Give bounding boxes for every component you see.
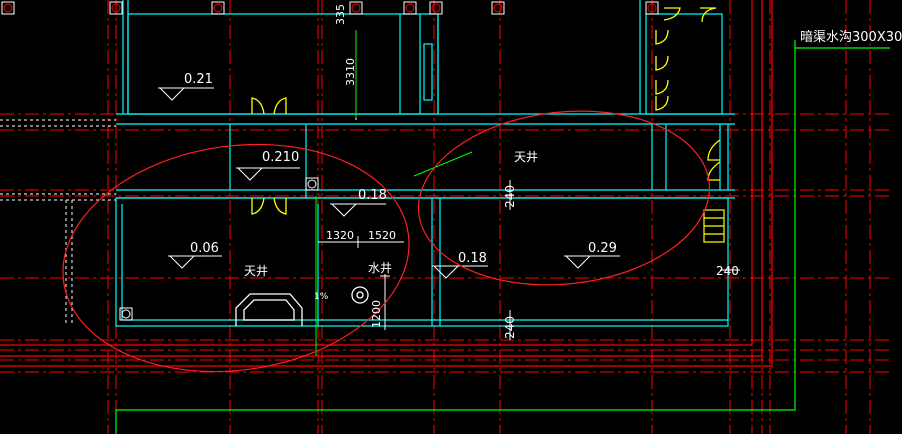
dimension-label: 335: [334, 4, 347, 25]
elevation-label: 0.18: [358, 188, 387, 203]
courtyard-label: 天井: [244, 264, 269, 278]
dimension-label: 1520: [368, 229, 396, 242]
dimension-label: 240: [503, 185, 517, 208]
floor-drain-icon: [119, 177, 319, 321]
left-dashed-lines: [0, 119, 116, 326]
sink-icon: [235, 293, 303, 326]
dimension-label: 240: [716, 264, 739, 278]
walls: [115, 0, 735, 327]
dimension-label: 3310: [344, 58, 357, 86]
dimension-label: 240: [503, 316, 517, 339]
elevation-label: 0.18: [458, 251, 487, 266]
drain-channel-label: 暗渠水沟300X30: [800, 30, 902, 45]
water-well-label: 水井: [368, 261, 393, 275]
elevation-label: 0.06: [190, 241, 219, 256]
column-marker-icon: [1, 1, 659, 15]
elevation-markers: [158, 87, 620, 279]
door-swing-icon: [251, 7, 721, 215]
annotation-ellipses: [62, 110, 711, 373]
well-icon: [351, 286, 369, 304]
elevation-label: 0.21: [184, 72, 213, 87]
stair-icon: [703, 209, 725, 243]
site-boundary: [0, 0, 773, 367]
green-outline: [115, 40, 890, 434]
slope-label: 1%: [314, 292, 329, 302]
dimension-label: 1320: [326, 229, 354, 242]
courtyard-label: 天井: [514, 150, 539, 164]
green-leader-lines: [315, 30, 473, 356]
dimension-label: 1200: [370, 300, 383, 328]
elevation-label: 0.29: [588, 241, 617, 256]
elevation-label: 0.210: [262, 150, 300, 165]
